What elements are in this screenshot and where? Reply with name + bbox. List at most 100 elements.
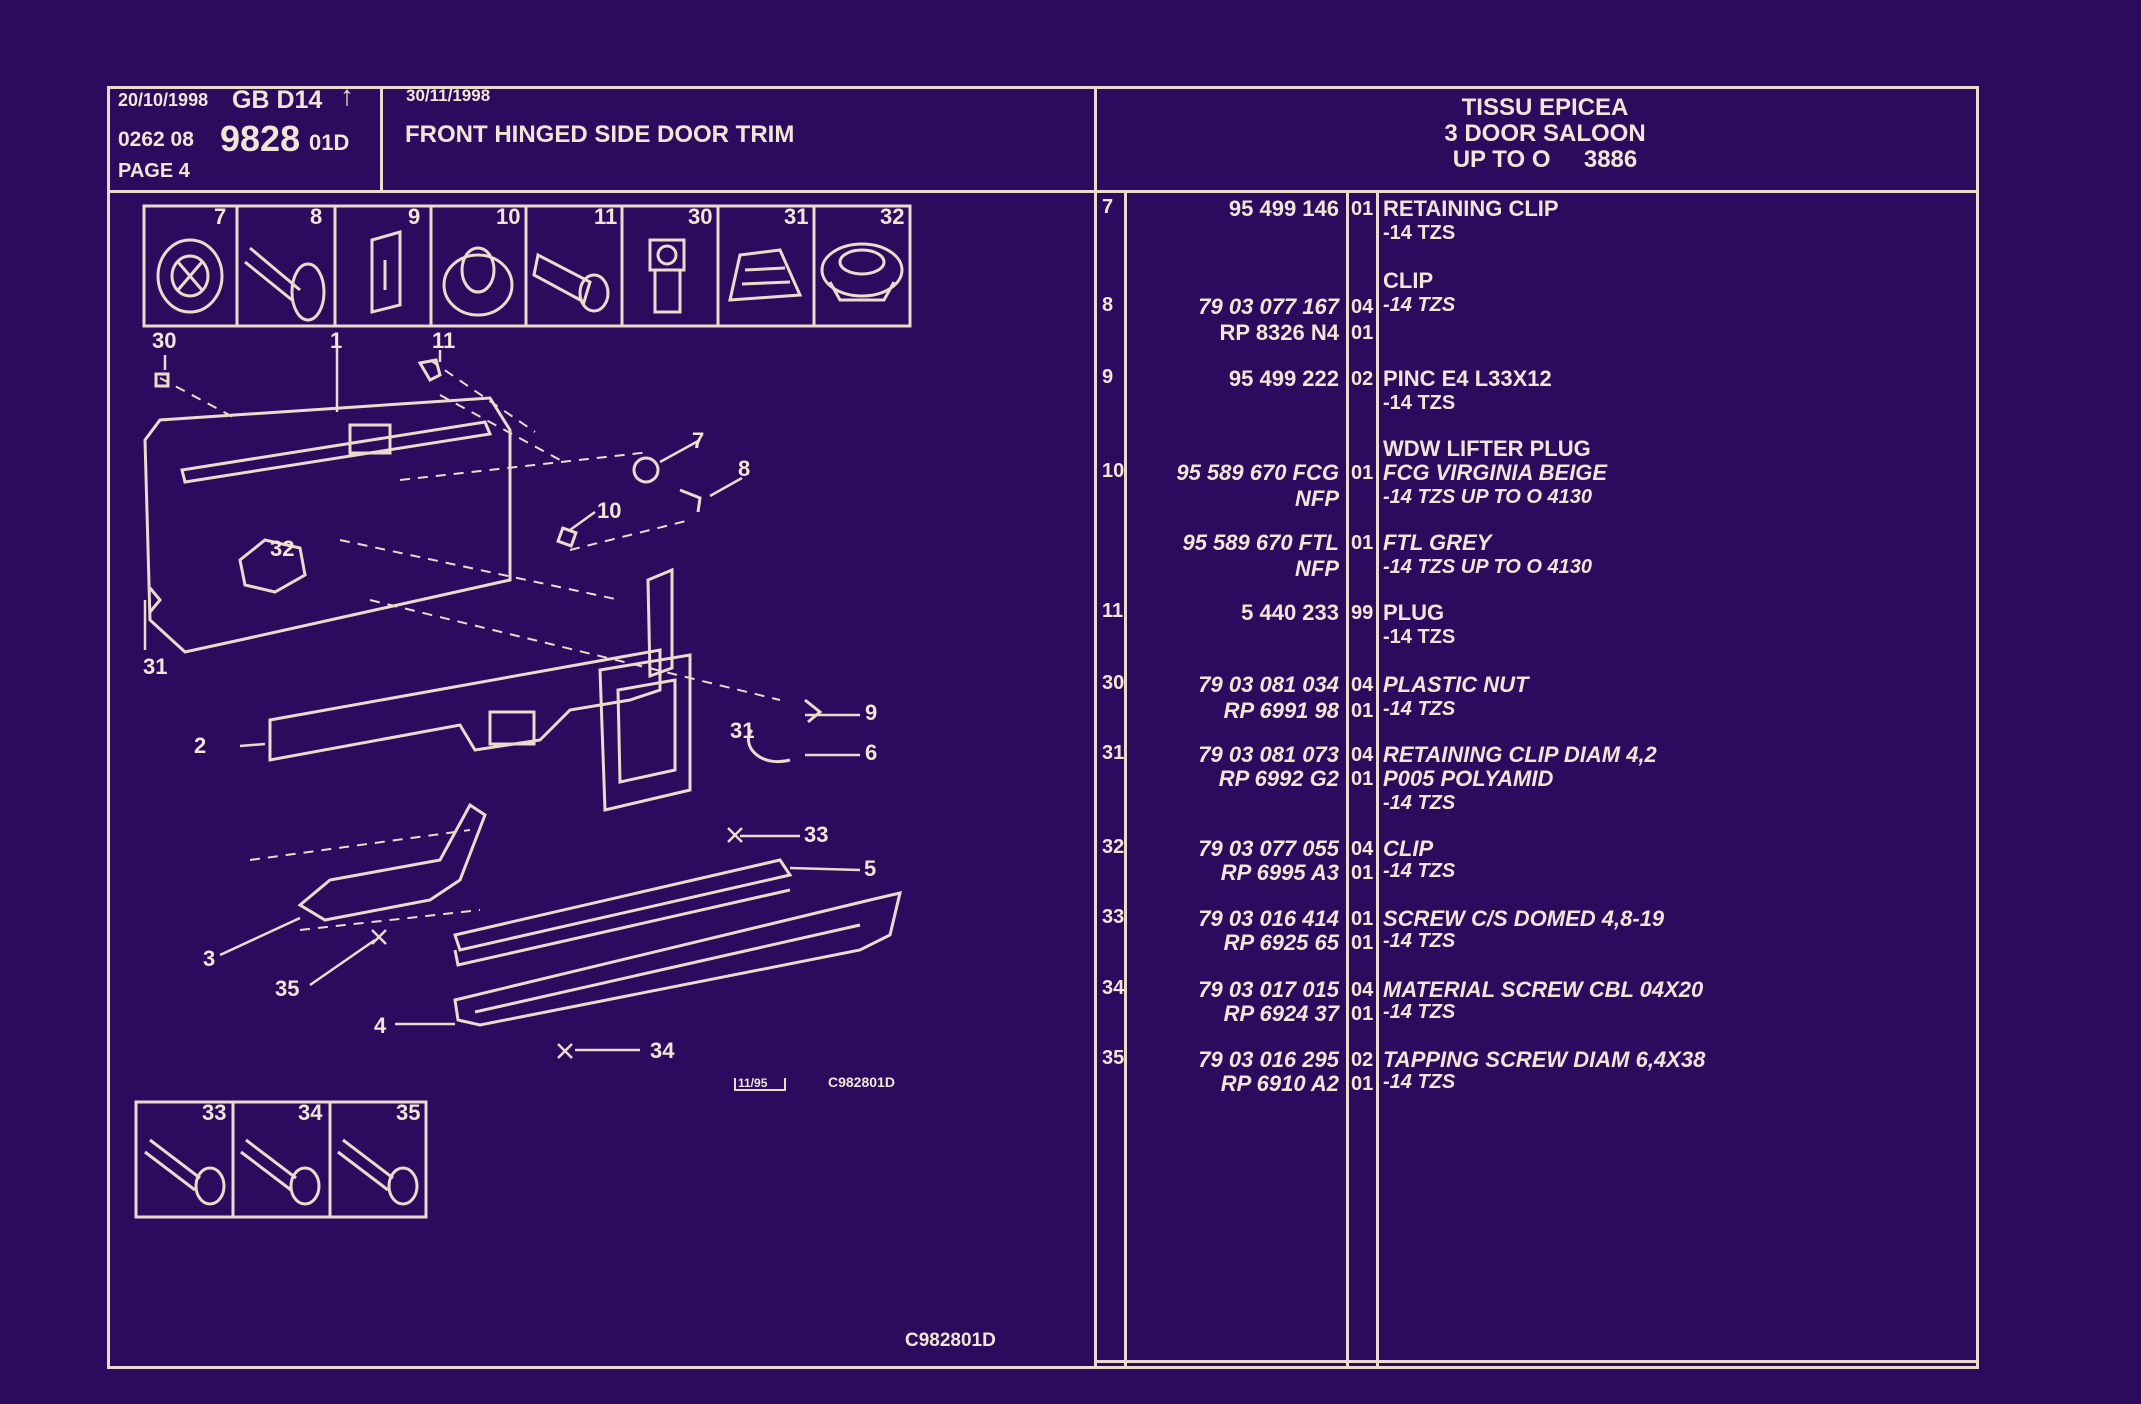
clip-icon <box>244 246 326 322</box>
callout-label: 9 <box>865 700 878 725</box>
part-description: PINC E4 L33X12 <box>1383 366 1552 391</box>
list-column-line-1 <box>1124 192 1127 1367</box>
part-quantity: 01 <box>1351 532 1374 554</box>
part-quantity: 04 <box>1351 838 1374 860</box>
icon-number: 30 <box>688 204 713 229</box>
up-arrow-icon: ↑ <box>340 80 354 111</box>
icon-number: 7 <box>214 204 227 229</box>
part-ref-number: 9 <box>1102 366 1114 388</box>
part-quantity: 04 <box>1351 744 1374 766</box>
assembly-lines <box>159 359 781 931</box>
callout-label: 35 <box>275 976 300 1001</box>
part-note: -14 TZS <box>1383 792 1456 814</box>
part-description: MATERIAL SCREW CBL 04X20 <box>1383 977 1704 1002</box>
icon-number: 10 <box>496 204 521 229</box>
pocket-strip <box>453 858 793 967</box>
part-number: RP 6910 A2 <box>1220 1071 1339 1096</box>
part-note: -14 TZS <box>1383 222 1456 244</box>
lifter-plug-icon <box>442 246 514 317</box>
door-trim-panel <box>143 396 512 654</box>
list-column-line-2 <box>1346 192 1349 1367</box>
callout-label: 30 <box>152 328 177 353</box>
part-quantity: 99 <box>1351 602 1374 624</box>
stamp-box <box>734 1078 786 1091</box>
part-number: 95 589 670 FCG <box>1176 460 1339 485</box>
part-number: RP 6995 A3 <box>1220 860 1339 885</box>
header-code-prefix: 0262 08 <box>118 128 194 151</box>
part-description: PLUG <box>1383 600 1445 625</box>
part-description: CLIP <box>1383 268 1434 293</box>
part-number: 79 03 017 015 <box>1198 977 1339 1002</box>
part-number: 79 03 016 295 <box>1198 1047 1339 1072</box>
stamp-date: 11/95 <box>738 1076 768 1090</box>
header-left-date: 20/10/1998 <box>118 90 209 110</box>
part-note: -14 TZS <box>1383 1001 1456 1023</box>
callout-label: 31 <box>143 654 168 679</box>
part-number: 95 499 146 <box>1228 196 1339 221</box>
part-quantity: 04 <box>1351 296 1374 318</box>
pinc-icon <box>370 230 402 314</box>
part-ref-number: 10 <box>1102 460 1125 482</box>
part-note: -14 TZS UP TO O 4130 <box>1383 556 1592 578</box>
part-description: SCREW C/S DOMED 4,8-19 <box>1383 906 1665 931</box>
part-ref-number: 8 <box>1102 294 1114 316</box>
part-description: RETAINING CLIP <box>1383 196 1559 221</box>
part-note: -14 TZS UP TO O 4130 <box>1383 486 1592 508</box>
part-number: 5 440 233 <box>1241 600 1339 625</box>
part-ref-number: 32 <box>1102 836 1125 858</box>
part-description: FCG VIRGINIA BEIGE <box>1383 460 1608 485</box>
part-number: 95 499 222 <box>1228 366 1339 391</box>
part-quantity: 01 <box>1351 1073 1374 1095</box>
body-type: 3 DOOR SALOON <box>1444 120 1646 147</box>
part-ref-number: 33 <box>1102 906 1125 928</box>
list-bottom-line <box>1096 1360 1976 1363</box>
header-code-suffix: 01D <box>309 130 350 155</box>
part-number: NFP <box>1295 556 1339 581</box>
part-quantity: 04 <box>1351 674 1374 696</box>
vertical-divider-main <box>1094 88 1097 1367</box>
part-number: NFP <box>1295 486 1339 511</box>
part-quantity: 01 <box>1351 932 1374 954</box>
part-quantity: 01 <box>1351 768 1374 790</box>
page-frame <box>107 86 1979 1369</box>
icon-number: 33 <box>202 1100 227 1125</box>
part-number: 79 03 077 167 <box>1198 294 1339 319</box>
icon-number: 32 <box>880 204 905 229</box>
header-bottom-line-left <box>109 190 1096 193</box>
part-number: 79 03 081 034 <box>1198 672 1339 697</box>
grab-handle <box>297 802 487 922</box>
page-title: FRONT HINGED SIDE DOOR TRIM <box>405 121 795 148</box>
part-description: FTL GREY <box>1383 530 1492 555</box>
header-left-region: GB D14 <box>232 86 323 114</box>
callout-label: 31 <box>730 718 755 743</box>
screw-35-icon <box>337 1138 419 1206</box>
part-quantity: 01 <box>1351 700 1374 722</box>
part-description: WDW LIFTER PLUG <box>1383 436 1591 461</box>
callout-label: 10 <box>597 498 622 523</box>
part-quantity: 02 <box>1351 368 1374 390</box>
part-quantity: 01 <box>1351 322 1374 344</box>
armrest-rail <box>268 567 692 812</box>
part-note: -14 TZS <box>1383 1071 1456 1093</box>
icon-number: 35 <box>396 1100 421 1125</box>
part-description: TAPPING SCREW DIAM 6,4X38 <box>1383 1047 1706 1072</box>
callout-label: 5 <box>864 856 877 881</box>
part-number: RP 8326 N4 <box>1219 320 1339 345</box>
leader-lines <box>143 345 861 1052</box>
part-quantity: 01 <box>1351 1003 1374 1025</box>
part-ref-number: 11 <box>1102 600 1124 622</box>
part-ref-number: 35 <box>1102 1047 1125 1069</box>
callout-label: 3 <box>203 946 216 971</box>
screw-33-icon <box>144 1138 226 1206</box>
icon-number: 34 <box>298 1100 323 1125</box>
clip-32-icon <box>820 242 904 302</box>
callout-label: 32 <box>270 536 295 561</box>
part-note: -14 TZS <box>1383 294 1456 316</box>
page-label: PAGE 4 <box>118 160 190 182</box>
icon-number: 9 <box>408 204 421 229</box>
part-quantity: 01 <box>1351 198 1374 220</box>
stamp-code: C982801D <box>828 1074 895 1090</box>
part-description: P005 POLYAMID <box>1383 766 1554 791</box>
callout-label: 1 <box>330 328 343 353</box>
